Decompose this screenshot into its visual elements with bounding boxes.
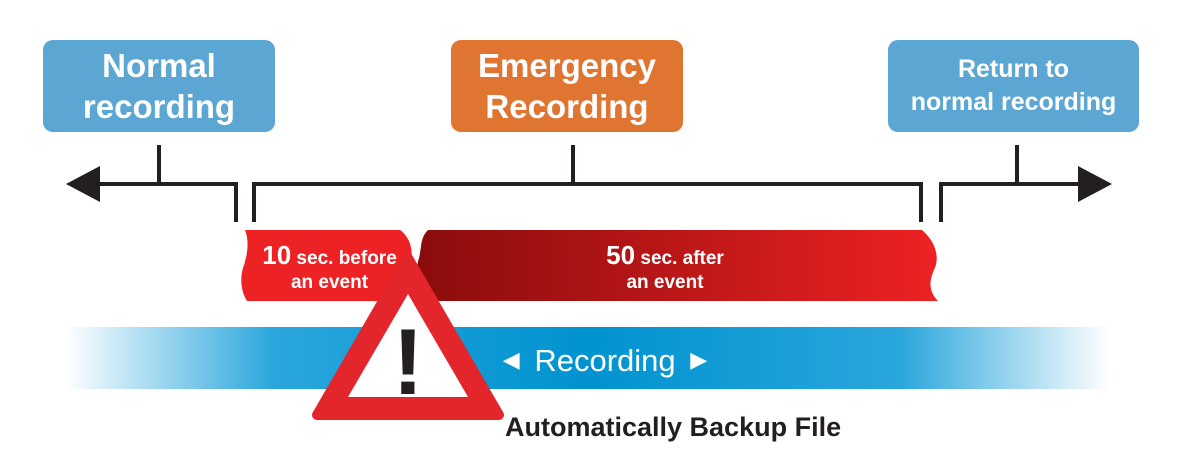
after-event-line2: an event <box>626 272 704 293</box>
recording-left-arrow-icon: ◀ <box>502 347 520 372</box>
recording-bar <box>65 327 1110 389</box>
red-band-before <box>241 230 412 301</box>
after-seconds: 50 <box>606 240 636 270</box>
after-event-label: 50 sec. after an event <box>560 240 770 295</box>
warning-triangle-icon: ! <box>312 253 504 420</box>
after-event-line1: 50 sec. after <box>560 240 770 271</box>
emergency-box-line2: Recording <box>485 88 649 125</box>
recording-right-arrow-icon: ▶ <box>690 347 708 372</box>
normal-box-line1: Normal <box>102 47 216 84</box>
return-recording-box: Return to normal recording <box>888 40 1139 132</box>
before-event-line2: an event <box>290 272 369 293</box>
right-timeline-arrow <box>939 145 1082 222</box>
emergency-box-line1: Emergency <box>478 47 656 84</box>
recording-label: ◀ Recording ▶ <box>480 340 730 381</box>
before-seconds: 10 <box>262 240 292 270</box>
backup-file-label: Automatically Backup File <box>505 412 842 442</box>
return-box-line1: Return to <box>957 55 1070 83</box>
normal-box-line2: recording <box>82 88 236 125</box>
red-band-after <box>416 230 938 301</box>
emergency-recording-box: Emergency Recording <box>451 40 683 132</box>
arrow-right-head <box>1078 166 1112 202</box>
before-event-label: 10 sec. before an event <box>247 240 412 295</box>
emergency-bracket <box>252 145 923 222</box>
before-text1: sec. before <box>291 248 397 269</box>
recording-text: Recording <box>534 343 676 378</box>
warning-exclamation: ! <box>392 309 423 414</box>
before-event-line1: 10 sec. before <box>247 240 412 271</box>
return-box-line2: normal recording <box>910 88 1117 116</box>
after-text1: sec. after <box>635 248 724 269</box>
arrow-left-head <box>66 166 100 202</box>
normal-recording-box: Normal recording <box>43 40 275 132</box>
left-timeline-arrow <box>95 145 238 222</box>
